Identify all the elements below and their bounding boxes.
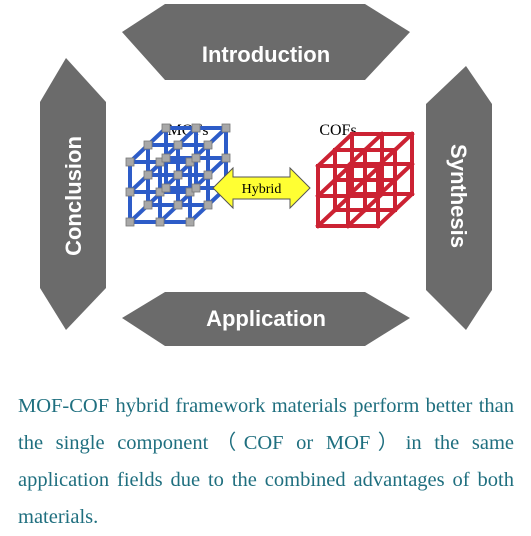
lattice-bond (332, 131, 355, 153)
lattice-node (221, 153, 231, 163)
right-pentagon-label: Synthesis (446, 144, 471, 248)
lattice-bond (392, 161, 415, 183)
lattice-node (185, 217, 195, 227)
lattice-node (173, 200, 183, 210)
lattice-bond (315, 147, 338, 169)
lattice-node (191, 183, 201, 193)
caption-text: MOF-COF hybrid framework materials perfo… (18, 395, 514, 528)
lattice-node (125, 187, 135, 197)
cof-lattice (315, 131, 415, 229)
lattice-node (143, 170, 153, 180)
lattice-node (143, 140, 153, 150)
lattice-node (173, 170, 183, 180)
lattice-bond (362, 161, 385, 183)
diagram-canvas: Introduction Application Conclusion Synt… (40, 4, 492, 346)
lattice-node (155, 217, 165, 227)
lattice-bond (375, 207, 398, 229)
hybrid-double-arrow (212, 166, 311, 210)
hybrid-arrow-label: Hybrid (242, 182, 282, 197)
lattice-node (203, 200, 213, 210)
lattice-node (125, 157, 135, 167)
lattice-node (125, 217, 135, 227)
lattice-node (161, 183, 171, 193)
lattice-node (161, 123, 171, 133)
lattice-node (161, 153, 171, 163)
bottom-pentagon (122, 292, 410, 346)
lattice-node (203, 170, 213, 180)
lattice-bond (362, 191, 385, 213)
lattice-node (191, 153, 201, 163)
lattice-node (191, 123, 201, 133)
lattice-bond (345, 207, 368, 229)
lattice-bond (392, 191, 415, 213)
cof-label: COFs (319, 122, 356, 139)
top-pentagon (122, 4, 410, 80)
lattice-bond (332, 161, 355, 183)
left-pentagon (40, 58, 106, 330)
right-pentagon (426, 66, 492, 330)
lattice-bond (315, 207, 338, 229)
lattice-node (143, 200, 153, 210)
lattice-node (203, 140, 213, 150)
lattice-bond (315, 177, 338, 199)
lattice-bond (392, 131, 415, 153)
lattice-bond (362, 131, 385, 153)
mof-lattice (125, 123, 231, 227)
lattice-node (221, 123, 231, 133)
bottom-pentagon-label: Application (206, 306, 326, 331)
top-pentagon-label: Introduction (202, 42, 330, 67)
left-pentagon-label: Conclusion (61, 136, 86, 256)
lattice-bond (332, 191, 355, 213)
lattice-node (173, 140, 183, 150)
